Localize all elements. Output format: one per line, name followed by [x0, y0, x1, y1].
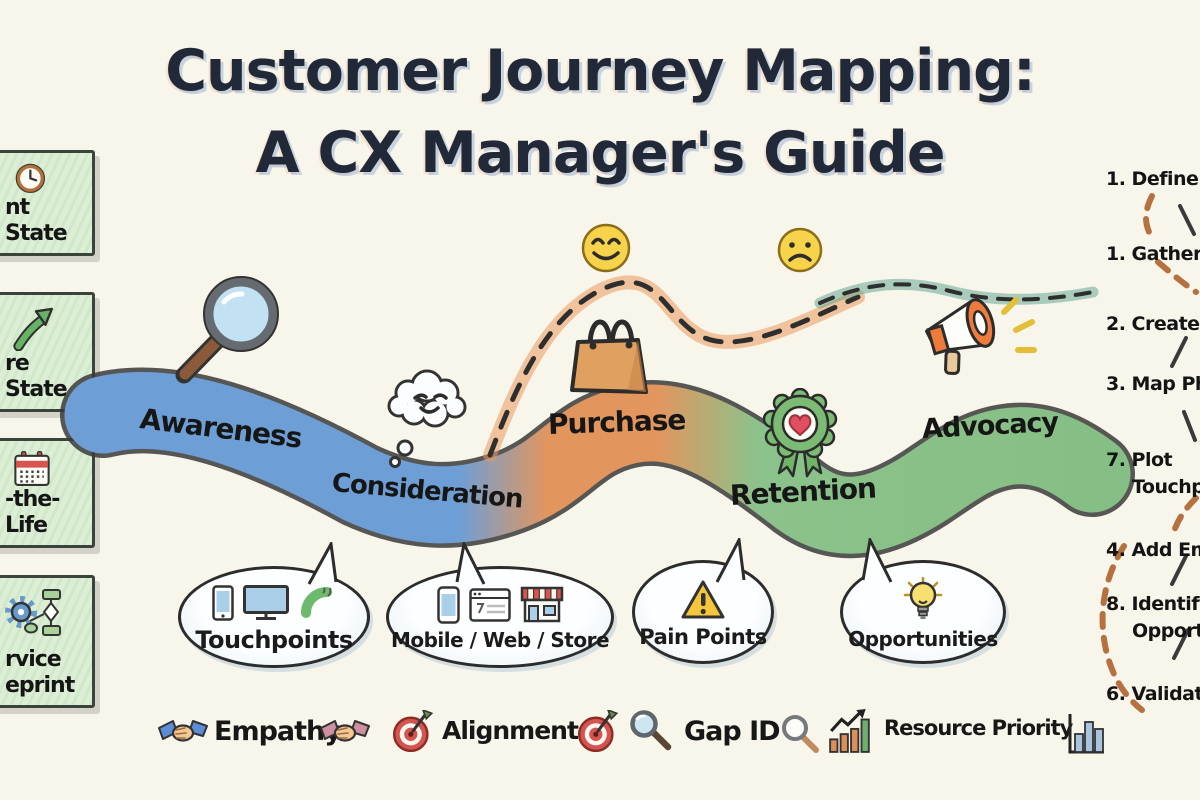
- step-connector-slashes: [1170, 204, 1197, 660]
- lightbulb-icon: [903, 577, 943, 619]
- target-icon: [577, 710, 619, 752]
- step-item: 4. Add Em: [1106, 539, 1200, 561]
- title-line-1: Customer Journey Mapping:: [165, 38, 1036, 104]
- bar-chart-frame-icon: [1068, 714, 1104, 754]
- legend-alignment: Alignment: [442, 716, 579, 745]
- smartphone-icon: [212, 585, 234, 621]
- sidebar-item-day-in-the-life: -the-Life: [0, 438, 95, 548]
- sidebar-item-current-state: nt State: [0, 150, 95, 256]
- bubble-tail: [861, 538, 893, 583]
- warning-triangle-icon: [681, 580, 725, 619]
- step-item: 8. IdentifyOpport: [1106, 593, 1200, 642]
- emotion-curve: [483, 275, 865, 462]
- clock-icon: [15, 163, 46, 194]
- browser-icon: [468, 588, 511, 622]
- step-item: 1. Define: [1106, 168, 1199, 190]
- sad-face-icon: [777, 227, 823, 273]
- bubble-opportunities: Opportunities: [840, 560, 1006, 664]
- journey-band: [60, 367, 1135, 559]
- sidebar-label: nt State: [5, 195, 68, 246]
- bubble-tail: [307, 542, 338, 585]
- bubble-label: Mobile / Web / Store: [390, 628, 610, 652]
- legend-resource-priority: Resource Priority: [884, 716, 1073, 740]
- stage-purchase: Purchase: [547, 403, 686, 441]
- bubble-label: Opportunities: [848, 627, 998, 651]
- calendar-icon: [14, 451, 50, 486]
- bubble-mobile-web-store: Mobile / Web / Store: [386, 566, 614, 668]
- step-item: 6. Validat: [1106, 683, 1200, 705]
- monitor-icon: [243, 585, 289, 620]
- step-item: 1. Gather: [1106, 243, 1200, 265]
- target-icon: [392, 710, 434, 752]
- sidebar-item-future-state: re State: [0, 292, 95, 412]
- legend-gap-id: Gap ID: [684, 716, 781, 747]
- legend-empathy: Empathy: [214, 716, 342, 747]
- title-line-2: A CX Manager's Guide: [255, 120, 946, 186]
- step-item: 3. Map Ph: [1106, 373, 1200, 395]
- magnifier-icon: [175, 276, 279, 384]
- magnifier-icon: [630, 710, 672, 751]
- store-icon: [520, 586, 563, 623]
- award-ribbon-icon: [762, 388, 838, 478]
- bubble-tail: [455, 542, 486, 585]
- bubble-pain-points: Pain Points: [632, 560, 774, 664]
- step-connector-dashes: [1099, 193, 1199, 713]
- sidebar-label: -the-Life: [5, 487, 60, 538]
- page-title: Customer Journey Mapping: A CX Manager's…: [0, 30, 1200, 194]
- bubble-tail: [715, 538, 746, 583]
- growth-arrow-icon: [13, 307, 54, 351]
- happy-face-icon: [581, 223, 631, 273]
- bubble-label: Pain Points: [639, 625, 767, 649]
- megaphone-icon: [925, 298, 996, 375]
- sidebar-label: re State: [5, 351, 68, 402]
- handshake-icon: [320, 720, 370, 742]
- phone-call-icon: [301, 587, 332, 618]
- handshake-icon: [158, 720, 208, 742]
- shopping-bag-icon: [570, 319, 648, 394]
- advocacy-curve: [814, 278, 1099, 309]
- bubble-label: Touchpoints: [195, 626, 353, 654]
- bar-chart-icon: [829, 709, 870, 753]
- service-flowchart-icon: [5, 589, 61, 636]
- sound-rays: [1001, 297, 1037, 353]
- step-item: 2. Create: [1106, 313, 1200, 335]
- mobile-icon: [436, 586, 460, 624]
- bubble-touchpoints: Touchpoints: [178, 566, 370, 668]
- magnifier-icon: [782, 715, 819, 753]
- thought-cloud-icon: [387, 369, 467, 468]
